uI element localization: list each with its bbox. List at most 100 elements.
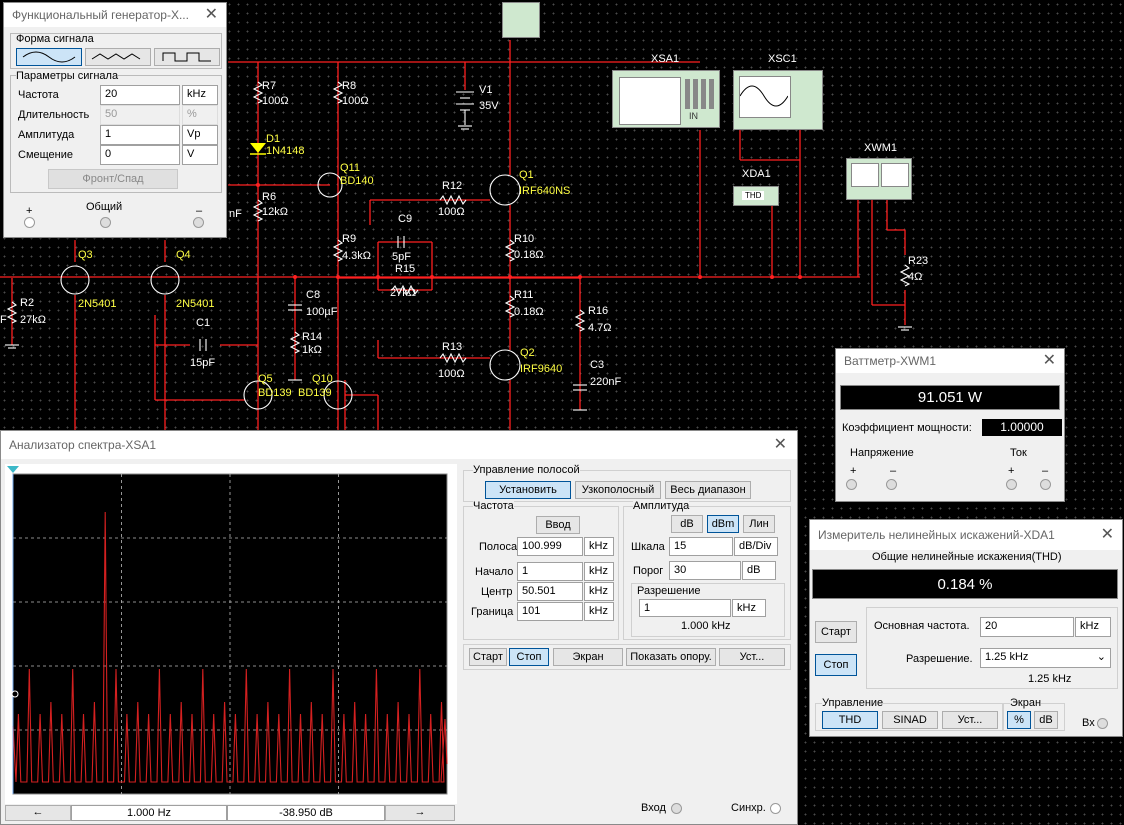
linear-button[interactable]: Лин [743, 515, 775, 533]
minus-terminal-radio[interactable] [193, 217, 204, 228]
plus-terminal-radio[interactable] [24, 217, 35, 228]
stop-button[interactable]: Стоп [509, 648, 549, 666]
component-ref-r15[interactable]: R15 [395, 263, 415, 275]
current-minus-radio[interactable] [1040, 479, 1051, 490]
thd-resolution-select[interactable]: 1.25 kHz ⌄ [980, 648, 1111, 668]
common-terminal-radio[interactable] [100, 217, 111, 228]
component-ref-r12[interactable]: R12 [442, 180, 462, 192]
thd-meter-window[interactable]: Измеритель нелинейных искажений-XDA1 ✕ О… [809, 519, 1123, 737]
current-plus-radio[interactable] [1006, 479, 1017, 490]
component-ref-q1[interactable]: Q1 [519, 169, 534, 181]
enter-button[interactable]: Ввод [536, 516, 580, 534]
screen-button[interactable]: Экран [553, 648, 623, 666]
cursor-left-button[interactable]: ← [5, 805, 71, 821]
scale-unit[interactable]: dB/Div [734, 537, 778, 556]
component-ref-q5[interactable]: Q5 [258, 373, 273, 385]
center-unit[interactable]: kHz [584, 582, 614, 601]
input-radio[interactable] [671, 803, 682, 814]
component-ref-q10[interactable]: Q10 [312, 373, 333, 385]
close-icon[interactable]: ✕ [773, 436, 787, 453]
component-ref-r14[interactable]: R14 [302, 331, 322, 343]
show-reference-button[interactable]: Показать опору. [626, 648, 716, 666]
start-input[interactable]: 1 [517, 562, 583, 581]
wattmeter-titlebar[interactable]: Ваттметр-XWM1 ✕ [836, 349, 1064, 373]
component-ref-r16[interactable]: R16 [588, 305, 608, 317]
resolution-input[interactable]: 1 [639, 599, 731, 617]
db-button[interactable]: dB [1034, 711, 1058, 729]
component-ref-c3[interactable]: C3 [590, 359, 604, 371]
instrument-probe[interactable] [502, 2, 540, 38]
component-ref-r23[interactable]: R23 [908, 255, 928, 267]
frequency-input[interactable]: 20 [100, 85, 180, 105]
resolution-unit[interactable]: kHz [732, 599, 766, 617]
component-ref-r2[interactable]: R2 [20, 297, 34, 309]
fundamental-frequency-input[interactable]: 20 [980, 617, 1074, 637]
component-ref-r11[interactable]: R11 [514, 289, 533, 301]
instrument-xsc1[interactable] [733, 70, 823, 130]
amplitude-input[interactable]: 1 [100, 125, 180, 145]
triangle-wave-button[interactable] [85, 48, 151, 66]
voltage-plus-radio[interactable] [846, 479, 857, 490]
full-range-button[interactable]: Весь диапазон [665, 481, 751, 499]
cursor-handle[interactable] [11, 690, 19, 698]
sinad-mode-button[interactable]: SINAD [882, 711, 938, 729]
end-input[interactable]: 101 [517, 602, 583, 621]
offset-unit[interactable]: V [182, 145, 218, 165]
component-ref-v1[interactable]: V1 [479, 84, 492, 96]
component-ref-c1[interactable]: C1 [196, 317, 210, 329]
component-ref-c8[interactable]: C8 [306, 289, 320, 301]
component-ref-r7[interactable]: R7 [262, 80, 276, 92]
close-icon[interactable]: ✕ [204, 6, 218, 23]
sine-wave-button[interactable] [16, 48, 82, 66]
component-ref-c9[interactable]: C9 [398, 213, 412, 225]
thd-mode-button[interactable]: THD [822, 711, 878, 729]
component-ref-q11[interactable]: Q11 [340, 162, 360, 174]
cursor-right-button[interactable]: → [385, 805, 455, 821]
wattmeter-window[interactable]: Ваттметр-XWM1 ✕ 91.051 W Коэффициент мощ… [835, 348, 1065, 502]
center-input[interactable]: 50.501 [517, 582, 583, 601]
function-generator-window[interactable]: Функциональный генератор-X... ✕ Форма си… [3, 2, 227, 238]
set-button[interactable]: Установить [485, 481, 571, 499]
component-ref-r13[interactable]: R13 [442, 341, 462, 353]
component-ref-r10[interactable]: R10 [514, 233, 534, 245]
scale-input[interactable]: 15 [669, 537, 733, 556]
instrument-xwm1[interactable] [846, 158, 912, 200]
frequency-unit[interactable]: kHz [182, 85, 218, 105]
component-ref-q3[interactable]: Q3 [78, 249, 93, 261]
span-input[interactable]: 100.999 [517, 537, 583, 556]
thd-stop-button[interactable]: Стоп [815, 654, 857, 676]
component-ref-r6[interactable]: R6 [262, 191, 276, 203]
start-unit[interactable]: kHz [584, 562, 614, 581]
cursor-marker-icon[interactable] [7, 466, 19, 473]
duty-input[interactable]: 50 [100, 105, 180, 125]
thd-input-radio[interactable] [1097, 718, 1108, 729]
sync-radio[interactable] [770, 803, 781, 814]
percent-button[interactable]: % [1007, 711, 1031, 729]
close-icon[interactable]: ✕ [1042, 352, 1056, 369]
square-wave-button[interactable] [154, 48, 220, 66]
spectrum-display[interactable] [5, 464, 457, 804]
instrument-xda1[interactable]: THD [733, 186, 779, 206]
fundamental-frequency-unit[interactable]: kHz [1075, 617, 1111, 637]
component-ref-d1[interactable]: D1 [266, 133, 280, 145]
spectrum-analyzer-window[interactable]: Анализатор спектра-XSA1 ✕ ← 1.000 Hz -38… [0, 430, 798, 825]
thd-settings-button[interactable]: Уст... [942, 711, 998, 729]
db-button[interactable]: dB [671, 515, 703, 533]
rise-fall-button[interactable]: Фронт/Спад [48, 169, 178, 189]
amplitude-unit[interactable]: Vp [182, 125, 218, 145]
spectrum-titlebar[interactable]: Анализатор спектра-XSA1 ✕ [1, 431, 797, 459]
offset-input[interactable]: 0 [100, 145, 180, 165]
instrument-xsa1[interactable]: IN [612, 70, 720, 128]
dbm-button[interactable]: dBm [707, 515, 739, 533]
component-ref-q2[interactable]: Q2 [520, 347, 535, 359]
narrowband-button[interactable]: Узкополосный [575, 481, 661, 499]
start-button[interactable]: Старт [469, 648, 507, 666]
end-unit[interactable]: kHz [584, 602, 614, 621]
thd-titlebar[interactable]: Измеритель нелинейных искажений-XDA1 ✕ [810, 520, 1122, 550]
thd-start-button[interactable]: Старт [815, 621, 857, 643]
funcgen-titlebar[interactable]: Функциональный генератор-X... ✕ [4, 3, 226, 27]
threshold-input[interactable]: 30 [669, 561, 741, 580]
close-icon[interactable]: ✕ [1100, 526, 1114, 543]
component-ref-r8[interactable]: R8 [342, 80, 356, 92]
component-ref-q4[interactable]: Q4 [176, 249, 191, 261]
